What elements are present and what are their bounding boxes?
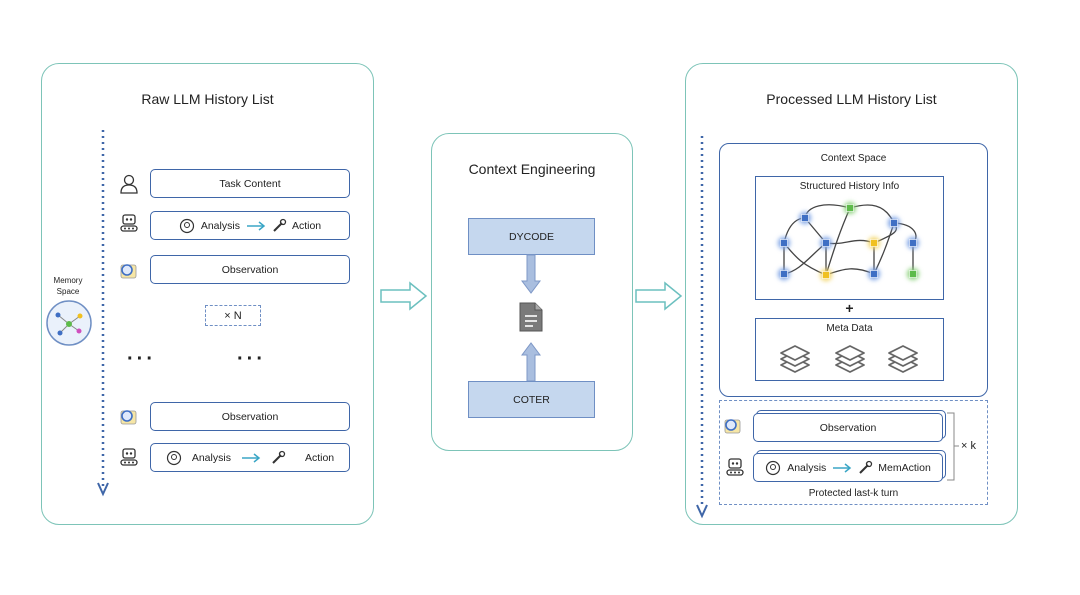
flow-arrow: [635, 281, 683, 311]
robot-icon: [726, 458, 744, 476]
document-icon: [519, 302, 543, 332]
arrow-right-icon: [833, 462, 852, 473]
context-engineering-title: Context Engineering: [468, 161, 596, 177]
meta-data-label: Meta Data: [826, 323, 873, 334]
brain-head-icon: [766, 460, 781, 475]
observation-icon: [120, 410, 137, 425]
analysis-action-box: Analysis Action: [150, 443, 350, 472]
timeline-arrow: [97, 130, 109, 497]
analysis-action-box: Analysis Action: [150, 211, 350, 240]
protected-label: Protected last-k turn: [808, 488, 899, 499]
observation-icon: [120, 264, 137, 279]
wrench-icon: [273, 218, 287, 232]
up-arrow: [521, 342, 541, 382]
layers-icon: [835, 345, 865, 373]
observation-box: Observation: [150, 255, 350, 284]
observation-box: Observation: [753, 413, 943, 442]
coter-box: COTER: [468, 381, 595, 418]
raw-history-title: Raw LLM History List: [141, 91, 274, 107]
repeat-n-box: × N: [205, 305, 261, 326]
observation-box: Observation: [150, 402, 350, 431]
layers-icon: [780, 345, 810, 373]
context-space-label: Context Space: [820, 153, 887, 164]
arrow-right-icon: [241, 452, 261, 463]
brain-head-icon: [166, 450, 181, 465]
wrench-icon: [272, 450, 286, 464]
down-arrow: [521, 254, 541, 294]
task-content-box: Task Content: [150, 169, 350, 198]
processed-history-panel: [685, 63, 1018, 525]
memory-space-icon: [46, 300, 92, 346]
ellipsis: ···: [237, 348, 266, 370]
user-icon: [120, 174, 138, 194]
dycode-box: DYCODE: [468, 218, 595, 255]
arrow-right-icon: [246, 220, 266, 231]
flow-arrow: [380, 281, 428, 311]
structured-history-label: Structured History Info: [799, 181, 900, 192]
repeat-k-label: × k: [961, 440, 976, 452]
protected-last-k-box: [719, 400, 988, 505]
bracket: [947, 412, 959, 481]
memory-label: Memory Space: [53, 276, 83, 296]
observation-icon: [724, 419, 741, 434]
plus-sign: +: [845, 300, 854, 316]
robot-icon: [120, 448, 138, 466]
structured-history-box: [755, 176, 944, 300]
history-graph: [778, 202, 919, 281]
robot-icon: [120, 214, 138, 232]
meta-data-box: [755, 318, 944, 381]
brain-head-icon: [179, 218, 194, 233]
layers-icon: [888, 345, 918, 373]
timeline-arrow: [696, 136, 708, 519]
analysis-memaction-box: Analysis MemAction: [753, 453, 943, 482]
processed-history-title: Processed LLM History List: [766, 91, 937, 107]
wrench-icon: [859, 460, 873, 474]
context-space-box: [719, 143, 988, 397]
ellipsis: ···: [127, 348, 156, 370]
